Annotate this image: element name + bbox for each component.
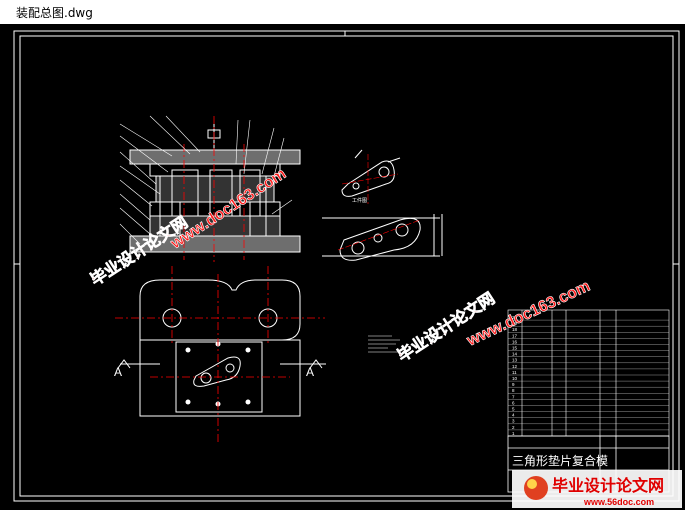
parts-list-row-number: 17	[512, 333, 518, 338]
parts-list-row-number: 15	[512, 346, 518, 351]
parts-list-row-number: 18	[512, 327, 518, 332]
workpiece-small	[341, 149, 401, 197]
parts-list-row-number: 16	[512, 339, 518, 344]
parts-list-row-number: 6	[512, 400, 515, 405]
window-title: 装配总图.dwg	[16, 6, 93, 20]
technical-notes	[368, 335, 400, 353]
parts-list-row-number: 2	[512, 425, 515, 430]
workpiece-center-lines	[337, 154, 421, 251]
parts-list-rows	[508, 319, 669, 437]
parts-list-row-number: 7	[512, 394, 515, 399]
parts-list-row-number: 5	[512, 407, 515, 412]
parts-list-row-number: 13	[512, 358, 518, 363]
section-center-lines	[183, 116, 245, 262]
plan-view	[117, 279, 326, 417]
parts-list-row-number: 20	[512, 315, 518, 320]
section-marker-left: A	[114, 365, 122, 379]
parts-list-row-number: 19	[512, 321, 518, 326]
window-title-bar: 装配总图.dwg	[0, 0, 685, 24]
parts-list-row-number: 14	[512, 352, 518, 357]
parts-list-row-number: 1	[512, 431, 515, 436]
section-marker-right: A	[306, 365, 314, 379]
svg-text:毕业设计论文网: 毕业设计论文网	[552, 476, 664, 495]
plan-center-lines	[115, 266, 325, 444]
logo-globe-icon	[524, 476, 548, 500]
parts-list-row-number: 11	[512, 370, 517, 375]
parts-list-row-number: 4	[512, 413, 515, 418]
workpiece-large	[322, 214, 443, 261]
parts-list-row-number: 8	[512, 388, 515, 393]
section-view	[129, 124, 301, 253]
drawing-canvas[interactable]: 工件图 A A	[0, 24, 685, 510]
parts-list-row-number: 3	[512, 419, 515, 424]
site-logo: 毕业设计论文网 www.56doc.com	[512, 470, 682, 508]
parts-list-row-number: 9	[512, 382, 515, 387]
parts-list-row-number: 12	[512, 364, 518, 369]
drawing-frame	[13, 30, 680, 502]
workpiece-label: 工件图	[352, 197, 367, 204]
title-block-name: 三角形垫片复合模	[512, 453, 608, 468]
parts-list-row-number: 10	[512, 376, 518, 381]
leader-lines	[119, 115, 293, 245]
svg-text:www.56doc.com: www.56doc.com	[583, 497, 654, 507]
parts-list	[507, 309, 670, 437]
